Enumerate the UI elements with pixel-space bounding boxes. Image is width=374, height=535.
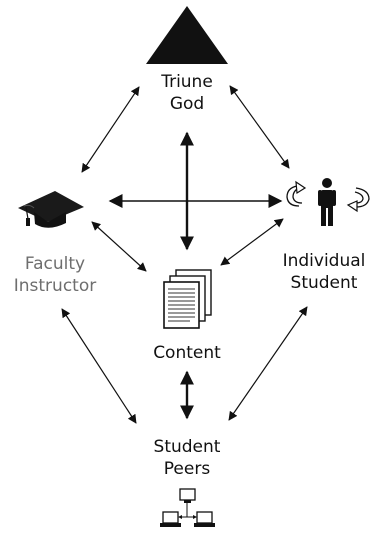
label-line: Instructor	[13, 276, 97, 296]
arrow-student-peers	[228, 306, 308, 421]
label-line: Triune	[161, 72, 213, 92]
networked-computers-icon	[160, 488, 215, 527]
connection-arrows	[61, 85, 308, 424]
label-content: Content	[137, 342, 237, 364]
arrow-god-student	[229, 85, 290, 169]
label-triune-god: Triune God	[137, 71, 237, 115]
label-faculty-instructor: Faculty Instructor	[0, 253, 110, 297]
label-line: Student	[290, 273, 358, 293]
arrow-student-content	[220, 218, 284, 266]
label-line: Peers	[163, 459, 211, 479]
arrow-god-faculty	[81, 86, 140, 173]
documents-stack-icon	[163, 269, 212, 329]
label-student-peers: Student Peers	[137, 436, 237, 480]
graduation-cap-icon	[18, 191, 84, 228]
label-line: God	[169, 94, 205, 114]
label-individual-student: Individual Student	[274, 250, 374, 294]
label-line: Faculty	[24, 254, 86, 274]
triangle-icon	[146, 6, 228, 64]
label-line: Individual	[282, 251, 366, 271]
person-with-cycle-arrows-icon	[286, 178, 370, 226]
label-line: Student	[153, 437, 221, 457]
arrow-faculty-content	[91, 221, 147, 272]
label-line: Content	[153, 343, 221, 363]
arrow-faculty-peers	[61, 308, 137, 424]
